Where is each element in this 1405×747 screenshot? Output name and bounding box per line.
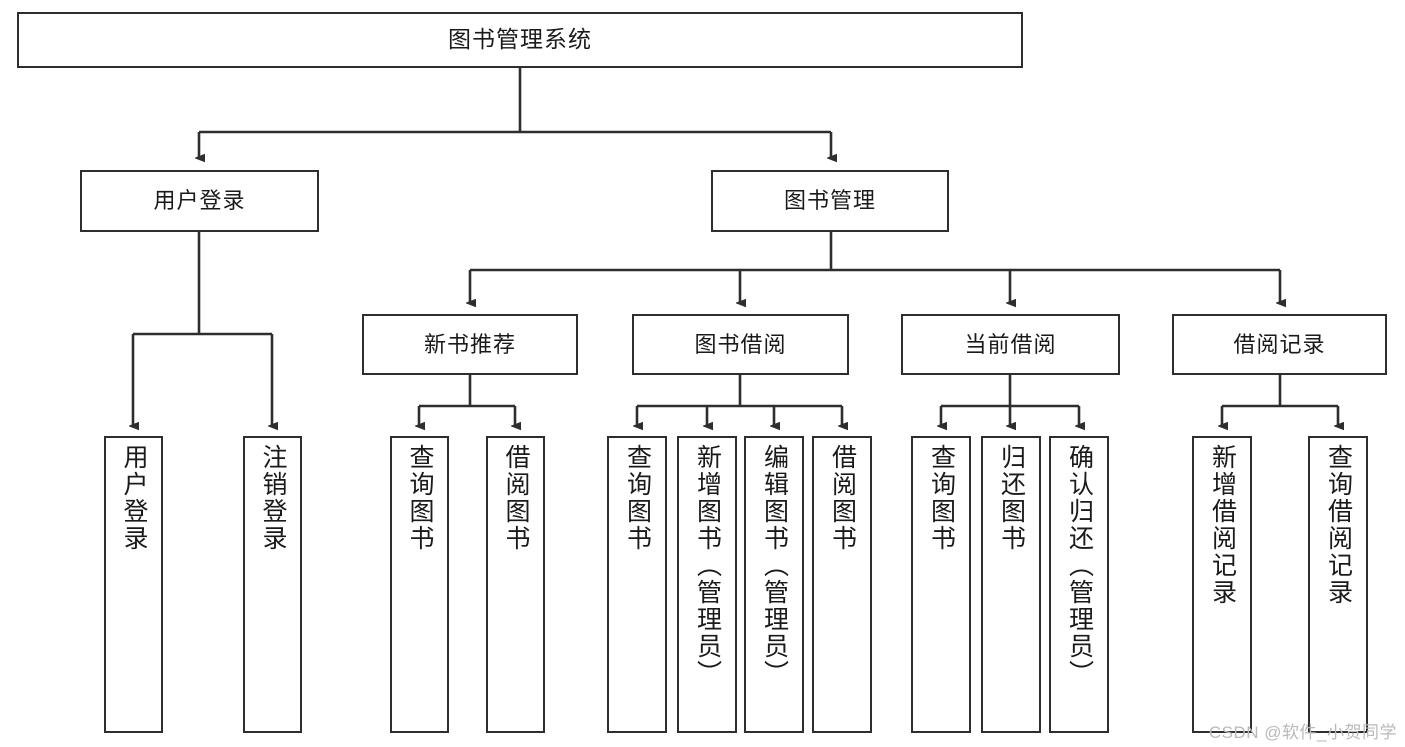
node-leaf-confirm-return-admin[interactable]: 确认归还（管理员） xyxy=(1049,436,1109,733)
node-leaf-confirm-return-admin-label: 确认归还（管理员） xyxy=(1065,444,1094,687)
node-leaf-borrow-book[interactable]: 借阅图书 xyxy=(812,436,872,733)
node-leaf-add-borrow-record-label: 新增借阅记录 xyxy=(1208,444,1237,606)
node-book-borrow-label: 图书借阅 xyxy=(694,331,787,357)
node-leaf-borrow-book-recommend-label: 借阅图书 xyxy=(502,444,530,552)
node-current-borrow[interactable]: 当前借阅 xyxy=(901,314,1120,375)
node-user-login-label: 用户登录 xyxy=(153,188,246,214)
node-leaf-return-book[interactable]: 归还图书 xyxy=(981,436,1041,733)
node-root-label: 图书管理系统 xyxy=(448,26,592,53)
node-leaf-add-book-admin-label: 新增图书（管理员） xyxy=(693,444,722,687)
node-leaf-logout[interactable]: 注销登录 xyxy=(243,436,302,733)
node-leaf-query-book-current-label: 查询图书 xyxy=(927,444,956,552)
node-leaf-borrow-book-recommend[interactable]: 借阅图书 xyxy=(486,436,545,733)
node-book-management[interactable]: 图书管理 xyxy=(711,170,949,232)
node-leaf-query-book-recommend-label: 查询图书 xyxy=(406,444,434,552)
node-new-book-recommend-label: 新书推荐 xyxy=(423,331,516,357)
node-borrow-record-label: 借阅记录 xyxy=(1233,331,1326,357)
node-leaf-query-book-borrow-label: 查询图书 xyxy=(623,444,652,552)
node-leaf-edit-book-admin-label: 编辑图书（管理员） xyxy=(760,444,789,687)
node-root[interactable]: 图书管理系统 xyxy=(17,12,1023,68)
node-current-borrow-label: 当前借阅 xyxy=(964,331,1057,357)
node-borrow-record[interactable]: 借阅记录 xyxy=(1172,314,1387,375)
node-leaf-user-login-label: 用户登录 xyxy=(120,444,148,552)
node-leaf-query-borrow-record[interactable]: 查询借阅记录 xyxy=(1308,436,1368,733)
node-leaf-query-book-recommend[interactable]: 查询图书 xyxy=(390,436,449,733)
node-leaf-logout-label: 注销登录 xyxy=(259,444,287,552)
node-user-login[interactable]: 用户登录 xyxy=(80,170,319,232)
node-leaf-user-login[interactable]: 用户登录 xyxy=(104,436,163,733)
node-leaf-query-book-current[interactable]: 查询图书 xyxy=(911,436,971,733)
node-leaf-edit-book-admin[interactable]: 编辑图书（管理员） xyxy=(744,436,804,733)
node-book-management-label: 图书管理 xyxy=(783,188,876,214)
csdn-watermark: CSDN @软件_小贺同学 xyxy=(1208,723,1397,742)
node-leaf-query-book-borrow[interactable]: 查询图书 xyxy=(607,436,667,733)
node-leaf-add-book-admin[interactable]: 新增图书（管理员） xyxy=(677,436,737,733)
node-leaf-add-borrow-record[interactable]: 新增借阅记录 xyxy=(1192,436,1252,733)
node-new-book-recommend[interactable]: 新书推荐 xyxy=(362,314,578,375)
node-leaf-borrow-book-label: 借阅图书 xyxy=(828,444,857,552)
node-leaf-return-book-label: 归还图书 xyxy=(997,444,1026,552)
node-leaf-query-borrow-record-label: 查询借阅记录 xyxy=(1324,444,1353,606)
node-book-borrow[interactable]: 图书借阅 xyxy=(632,314,849,375)
